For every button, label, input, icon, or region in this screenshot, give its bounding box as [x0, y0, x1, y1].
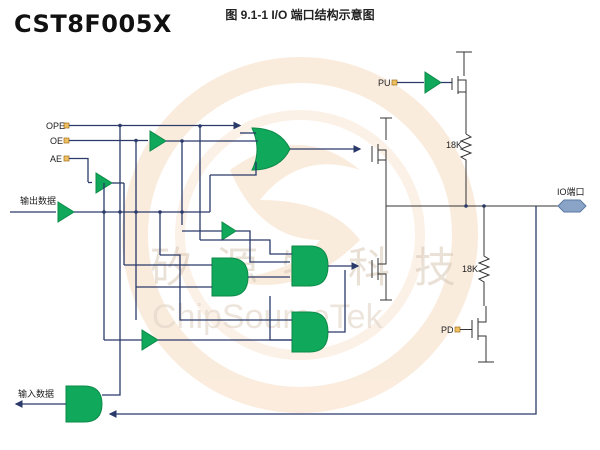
and-gate-left — [211, 257, 249, 297]
pu-pin — [391, 79, 398, 86]
watermark-english: ChipSourceTek — [152, 298, 384, 336]
io-port-label: IO端口 — [557, 186, 585, 197]
pullup-resistor-label: 18K — [446, 140, 462, 150]
output-data-label: 输出数据 — [20, 195, 56, 206]
oe-label: OE — [50, 136, 63, 146]
pu-label: PU — [378, 78, 391, 88]
output-data-buffer — [57, 201, 75, 223]
oe-buffer — [149, 130, 167, 152]
input-data-label: 输入数据 — [18, 388, 54, 399]
and-gate-lower — [291, 311, 329, 353]
output-pmos — [371, 117, 392, 166]
ope-label: OPE — [46, 121, 65, 131]
and-gate-upper — [291, 245, 329, 287]
io-port-terminal — [557, 199, 587, 213]
pulldown-resistor — [477, 206, 491, 306]
pd-label: PD — [441, 325, 454, 335]
pu-buffer — [424, 71, 442, 94]
pulldown-resistor-label: 18K — [462, 264, 478, 274]
chip-name: CST8F005X — [14, 10, 172, 38]
output-nmos — [371, 250, 392, 301]
pd-pin — [454, 326, 461, 333]
mid-buffer — [221, 221, 237, 241]
figure-title: 图 9.1-1 I/O 端口结构示意图 — [225, 8, 375, 22]
input-and-gate — [65, 385, 103, 423]
ae-label: AE — [50, 154, 62, 164]
ae-pin — [63, 155, 70, 162]
pullup-resistor — [459, 133, 473, 206]
oe-pin — [63, 137, 70, 144]
or-gate — [251, 127, 291, 171]
watermark-logo — [122, 57, 478, 413]
